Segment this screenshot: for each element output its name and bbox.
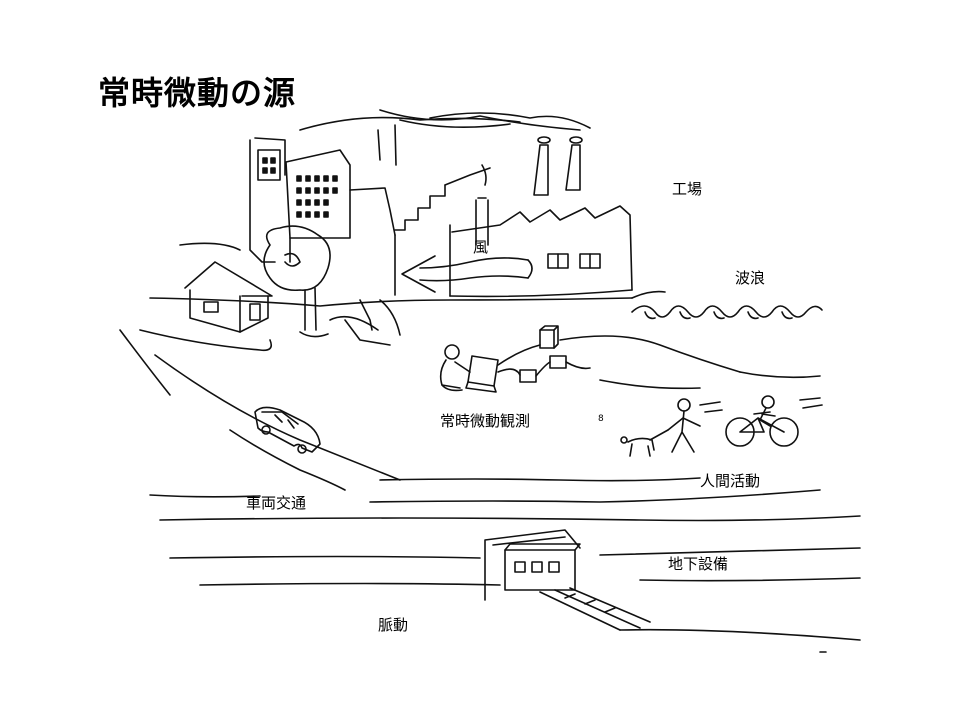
- label-pulsation: 脈動: [378, 616, 409, 634]
- stepped-building: [394, 167, 491, 296]
- label-factory: 工場: [672, 180, 703, 198]
- car: [229, 406, 346, 491]
- label-vehicle-traffic: 車両交通: [246, 494, 307, 512]
- office-buildings: [249, 137, 396, 263]
- waves: [559, 305, 823, 390]
- tree: [263, 225, 331, 338]
- ground-layers: [149, 477, 861, 653]
- building-windows: [262, 157, 338, 218]
- label-wind: 風: [473, 238, 489, 256]
- label-human-activity: 人間活動: [700, 472, 761, 490]
- ground-lines: [119, 242, 666, 481]
- observation-equipment: [439, 325, 591, 393]
- chimneys: [379, 109, 583, 196]
- factory: [449, 164, 633, 298]
- human-activity-figures: [620, 395, 823, 457]
- label-observation: 常時微動観測: [440, 412, 531, 430]
- factory-windows: [547, 253, 601, 269]
- label-underground: 地下設備: [668, 555, 729, 573]
- label-waves: 波浪: [735, 269, 766, 287]
- underground-tunnel: [484, 529, 651, 631]
- label-small-mark: 8: [598, 414, 604, 424]
- house: [184, 261, 273, 333]
- skyline-sketch: [299, 112, 591, 166]
- wind-arrow: [401, 255, 533, 293]
- page-title: 常時微動の源: [98, 74, 297, 112]
